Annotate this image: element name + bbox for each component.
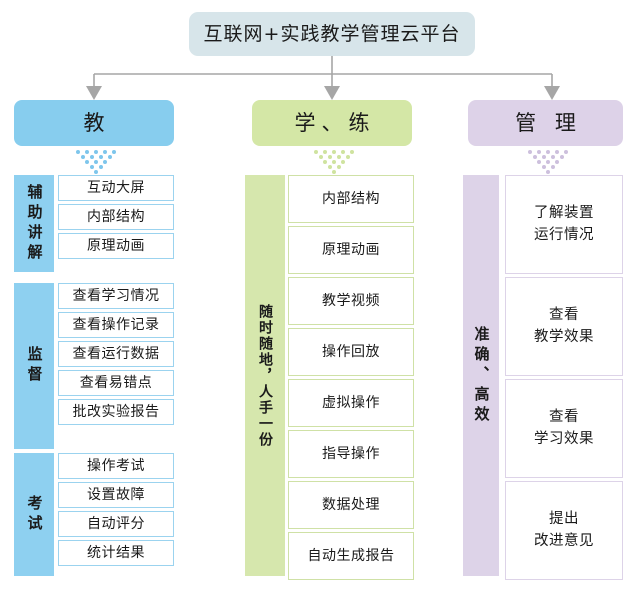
column-header-learn[interactable]: 学、练 (252, 100, 412, 146)
item-box[interactable]: 自动评分 (58, 511, 174, 537)
item-box[interactable]: 查看易错点 (58, 370, 174, 396)
item-box-label: 教学效果 (534, 328, 594, 345)
item-box[interactable]: 查看教学效果 (505, 277, 623, 376)
column-header-manage-label: 管 理 (515, 110, 582, 135)
item-box[interactable]: 统计结果 (58, 540, 174, 566)
item-box-label: 内部结构 (322, 190, 380, 207)
item-box-label: 互动大屏 (87, 179, 145, 196)
item-box-label: 批改实验报告 (72, 403, 160, 420)
item-box-label: 原理动画 (87, 237, 145, 254)
column-header-teach[interactable]: 教 (14, 100, 174, 146)
item-box[interactable]: 内部结构 (58, 204, 174, 230)
item-box-label: 查看运行数据 (72, 345, 160, 362)
item-box-label: 提出 (549, 511, 579, 528)
item-box-label: 教学视频 (322, 292, 380, 309)
item-box-label: 运行情况 (534, 226, 594, 243)
item-box[interactable]: 教学视频 (288, 277, 414, 325)
item-box[interactable]: 指导操作 (288, 430, 414, 478)
item-box-label: 自动生成报告 (307, 547, 395, 564)
item-box-label: 内部结构 (87, 208, 145, 225)
group-side-label-text: 考试 (25, 494, 44, 535)
root-title-label: 互联网+实践教学管理云平台 (203, 22, 461, 45)
item-box[interactable]: 操作回放 (288, 328, 414, 376)
item-box-label: 查看 (549, 307, 579, 324)
column-header-teach-label: 教 (83, 110, 111, 135)
item-box[interactable]: 设置故障 (58, 482, 174, 508)
item-box-label: 学习效果 (534, 430, 594, 447)
item-box[interactable]: 查看操作记录 (58, 312, 174, 338)
item-box-label: 改进意见 (534, 532, 594, 549)
column-header-learn-label: 学、练 (294, 110, 376, 135)
group-side-label-teach-0: 辅助讲解 (14, 175, 54, 272)
item-box-label: 操作考试 (87, 457, 145, 474)
group-side-label-text: 监督 (25, 346, 44, 386)
item-box-label: 查看易错点 (79, 374, 153, 391)
item-box[interactable]: 提出改进意见 (505, 481, 623, 580)
item-box-label: 自动评分 (87, 515, 145, 532)
item-box-label: 虚拟操作 (322, 394, 380, 411)
item-box[interactable]: 原理动画 (288, 226, 414, 274)
dots-triangle-icon-teach (72, 150, 116, 174)
group-side-label-manage-0: 准确、高效 (463, 175, 499, 576)
item-box[interactable]: 查看学习效果 (505, 379, 623, 478)
item-box[interactable]: 数据处理 (288, 481, 414, 529)
item-box[interactable]: 了解装置运行情况 (505, 175, 623, 274)
group-side-label-learn-0: 随时随地，人手一份 (245, 175, 285, 576)
item-box[interactable]: 查看学习情况 (58, 283, 174, 309)
item-box-label: 数据处理 (322, 496, 380, 513)
item-box[interactable]: 查看运行数据 (58, 341, 174, 367)
dots-triangle-icon-learn (310, 150, 354, 174)
item-box-label: 查看操作记录 (72, 316, 160, 333)
group-side-label-text: 随时随地，人手一份 (257, 303, 273, 448)
item-box[interactable]: 内部结构 (288, 175, 414, 223)
item-box-label: 原理动画 (322, 241, 380, 258)
item-box[interactable]: 原理动画 (58, 233, 174, 259)
item-box-label: 指导操作 (322, 445, 380, 462)
item-box-label: 统计结果 (87, 544, 145, 561)
item-box-label: 设置故障 (87, 486, 145, 503)
item-box-label: 查看学习情况 (72, 287, 160, 304)
item-box-label: 了解装置 (534, 205, 594, 222)
item-box[interactable]: 批改实验报告 (58, 399, 174, 425)
item-box[interactable]: 自动生成报告 (288, 532, 414, 580)
item-box[interactable]: 互动大屏 (58, 175, 174, 201)
item-box[interactable]: 操作考试 (58, 453, 174, 479)
dots-triangle-icon-manage (524, 150, 568, 174)
item-box[interactable]: 虚拟操作 (288, 379, 414, 427)
arrowhead-icon (86, 86, 560, 100)
group-side-label-text: 准确、高效 (472, 325, 491, 426)
item-box-label: 查看 (549, 409, 579, 426)
column-header-manage[interactable]: 管 理 (468, 100, 623, 146)
group-side-label-teach-1: 监督 (14, 283, 54, 449)
item-box-label: 操作回放 (322, 343, 380, 360)
group-side-label-teach-2: 考试 (14, 453, 54, 576)
root-title-box: 互联网+实践教学管理云平台 (189, 12, 475, 56)
group-side-label-text: 辅助讲解 (25, 183, 44, 264)
